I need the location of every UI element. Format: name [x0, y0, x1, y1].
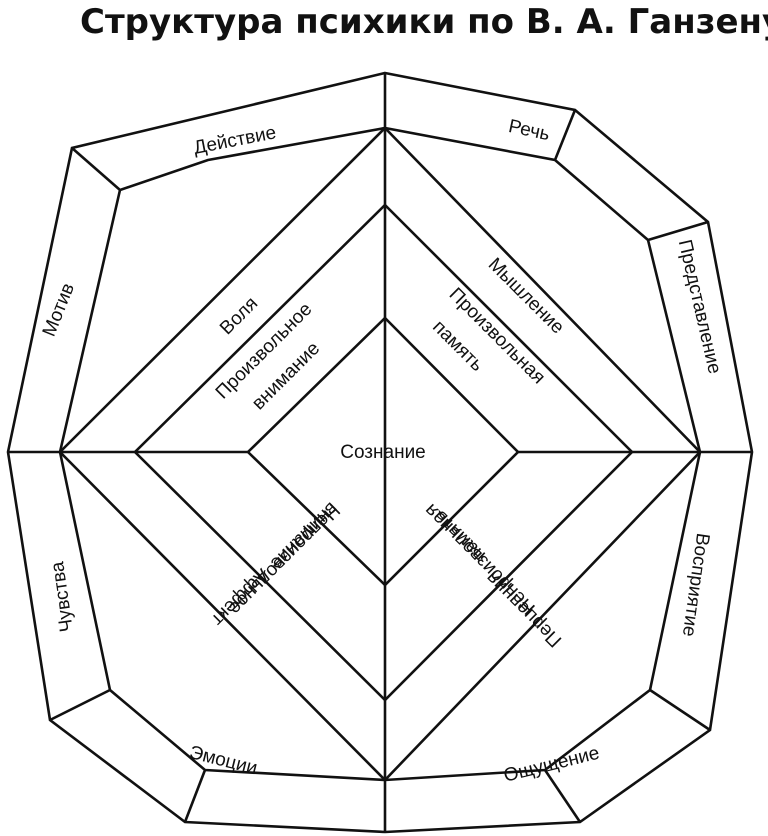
page-title: Структура психики по В. А. Ганзену: [80, 2, 768, 42]
outer-label-perception: Восприятие: [678, 532, 713, 638]
inner-label-involuntary-attention-2: внимание: [266, 498, 342, 574]
inner-label-involuntary-memory-2: память: [430, 506, 489, 565]
outer-label-emotions: Эмоции: [187, 742, 259, 779]
middle-diamond: [133, 203, 634, 702]
outer-label-motive: Мотив: [39, 280, 79, 339]
outer-label-action: Действие: [192, 122, 278, 159]
outer-label-feelings: Чувства: [47, 560, 78, 633]
outer-octagon: [6, 71, 754, 834]
center-label: Сознание: [340, 442, 426, 463]
outer-label-speech: Речь: [507, 116, 552, 145]
outer-label-representation: Представление: [674, 238, 725, 376]
octagon-bevels: [8, 109, 752, 823]
inner-diamond: [246, 316, 520, 587]
outer-diamond: [58, 126, 702, 782]
